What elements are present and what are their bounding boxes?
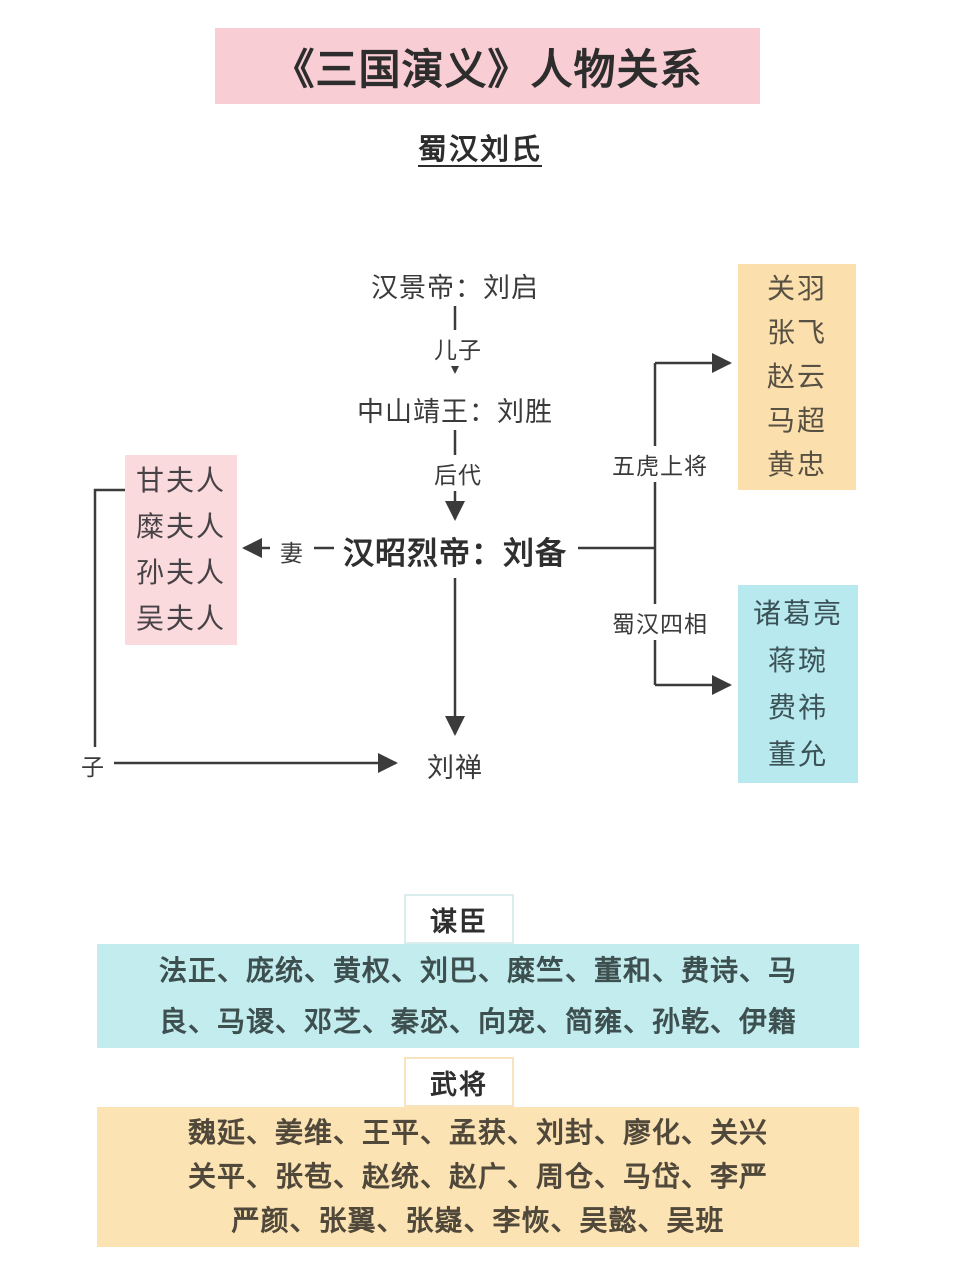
four-chancellors-box: 诸葛亮 蒋琬 费祎 董允: [738, 585, 858, 783]
wife-name: 糜夫人: [135, 510, 226, 543]
five-tiger-generals-box: 关羽 张飞 赵云 马超 黄忠: [738, 264, 856, 490]
chancellor-name: 诸葛亮: [752, 597, 843, 630]
commanders-header-box: 武将: [404, 1057, 514, 1107]
wife-name: 吴夫人: [135, 602, 226, 635]
edge-label-son: 儿子: [424, 330, 492, 366]
commanders-panel: 魏延、姜维、王平、孟获、刘封、廖化、关兴 关平、张苞、赵统、赵广、周仓、马岱、李…: [97, 1107, 859, 1247]
edge-label-child: 子: [72, 747, 114, 783]
advisors-names-line: 良、马谡、邓芝、秦宓、向宠、简雍、孙乾、伊籍: [158, 1005, 797, 1038]
commanders-names-line: 严颜、张翼、张嶷、李恢、吴懿、吴班: [231, 1204, 725, 1237]
wife-name: 孙夫人: [135, 556, 226, 589]
advisors-header-label: 谋臣: [430, 906, 488, 938]
edge-wives-to-liushan-arrow: [93, 488, 398, 773]
label-four-chancellors: 蜀汉四相: [598, 604, 722, 640]
node-zhongshan-jingwang: 中山靖王：刘胜: [357, 397, 553, 428]
edge-label-descendant: 后代: [424, 455, 492, 491]
advisors-header-box: 谋臣: [404, 894, 514, 944]
general-name: 关羽: [766, 272, 827, 305]
general-name: 赵云: [766, 360, 827, 393]
wife-name: 甘夫人: [135, 464, 226, 497]
chancellor-name: 费祎: [767, 691, 828, 724]
wives-box: 甘夫人 糜夫人 孙夫人 吴夫人: [125, 455, 237, 645]
chancellor-name: 董允: [767, 738, 828, 771]
node-liu-bei: 汉昭烈帝：刘备: [343, 536, 567, 572]
chancellor-name: 蒋琬: [767, 644, 828, 677]
advisors-names-line: 法正、庞统、黄权、刘巴、糜竺、董和、费诗、马: [158, 954, 797, 987]
advisors-panel: 法正、庞统、黄权、刘巴、糜竺、董和、费诗、马 良、马谡、邓芝、秦宓、向宠、简雍、…: [97, 944, 859, 1048]
general-name: 黄忠: [766, 448, 827, 481]
diagram-title: 《三国演义》人物关系: [272, 44, 703, 94]
section-heading: 蜀汉刘氏: [417, 132, 542, 166]
general-name: 马超: [766, 404, 827, 437]
label-five-tiger-generals: 五虎上将: [598, 446, 722, 482]
node-liu-shan: 刘禅: [427, 753, 483, 784]
general-name: 张飞: [766, 316, 827, 349]
diagram-title-banner: 《三国演义》人物关系: [215, 28, 760, 104]
commanders-names-line: 魏延、姜维、王平、孟获、刘封、廖化、关兴: [187, 1116, 768, 1149]
node-han-jingdi: 汉景帝：刘启: [371, 273, 539, 304]
commanders-names-line: 关平、张苞、赵统、赵广、周仓、马岱、李严: [187, 1160, 768, 1193]
edge-label-wife: 妻: [270, 533, 314, 569]
commanders-header-label: 武将: [430, 1069, 488, 1101]
